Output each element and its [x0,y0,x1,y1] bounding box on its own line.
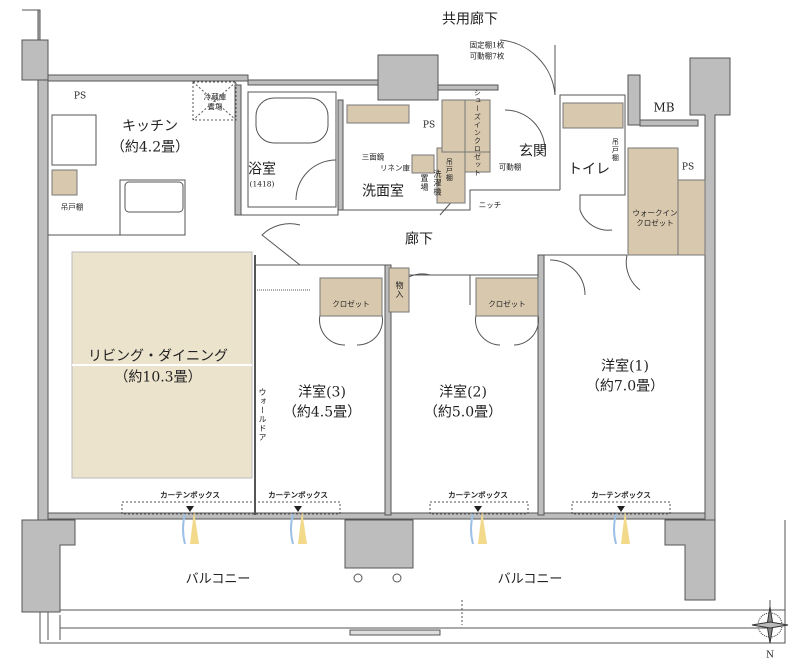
room2-size: （約5.0畳） [423,404,503,421]
linen-label: リネン庫 [380,163,410,173]
shelf-note-1: 固定棚1枚 [469,40,505,50]
shelf-note-2: 可動棚7枚 [469,51,505,61]
entrance-label: 玄関 [519,143,547,160]
balcony-right-label: バルコニー [497,571,563,587]
curtain-box-4: カーテンボックス [591,490,651,500]
room1-size: （約7.0畳） [585,378,665,395]
storage-label: 物入 [395,281,404,299]
triple-mirror-label: 三面鏡 [361,152,385,162]
room2-name: 洋室(2) [439,384,487,401]
wall-door-label: ウォールドア [258,388,267,442]
shared-corridor-label: 共用廊下 [442,11,498,28]
mb-label: MB [653,100,675,115]
hallway-label: 廊下 [405,231,433,248]
closet-room3-label: クロゼット [332,299,370,309]
toilet-label: トイレ [568,161,610,178]
shoe-closet-label: シューズインクロゼット [473,89,482,177]
curtain-markers [182,506,630,545]
living-size: （約10.3畳） [114,369,202,386]
curtain-box-2: カーテンボックス [268,490,328,500]
washer-label: 洗濯機 [433,169,442,197]
hanging-shelf-wash: 吊戸棚 [445,158,454,182]
room1-name: 洋室(1) [601,358,649,375]
balcony-outline [39,609,786,644]
storage-areas [51,99,706,317]
hanging-shelf-kitchen: 吊戸棚 [60,202,84,212]
ps-label-kitchen: PS [73,91,87,102]
walls [21,9,731,613]
movable-shelf-label: 可動棚 [498,162,522,172]
fridge-label-1: 冷蔵庫 [203,92,227,102]
ps-label-wic: PS [681,162,695,173]
wic-label-1: ウォークイン [632,208,678,218]
north-label: N [766,650,774,661]
niche-label: ニッチ [478,200,502,210]
ps-label-wash: PS [422,120,436,131]
bath-name: 浴室 [248,161,276,178]
curtain-box-3: カーテンボックス [448,490,508,500]
room3-size: （約4.5畳） [282,404,362,421]
closet-room2-label: クロゼット [488,299,526,309]
washroom-name: 洗面室 [362,183,404,200]
kitchen-size: （約4.2畳） [110,139,190,156]
kitchen-name: キッチン [122,118,178,135]
compass-icon [751,606,789,644]
living-name: リビング・ダイニング [88,348,228,365]
fridge-label-2: 置場 [207,102,223,112]
wic-label-2: クロゼット [636,218,674,228]
washer-place-label: 置場 [420,174,429,192]
room3-name: 洋室(3) [298,384,346,401]
bath-size: (1418) [249,179,275,189]
balcony-left-label: バルコニー [185,571,251,587]
curtain-box-1: カーテンボックス [160,490,220,500]
hanging-shelf-toilet: 吊戸棚 [611,138,620,162]
